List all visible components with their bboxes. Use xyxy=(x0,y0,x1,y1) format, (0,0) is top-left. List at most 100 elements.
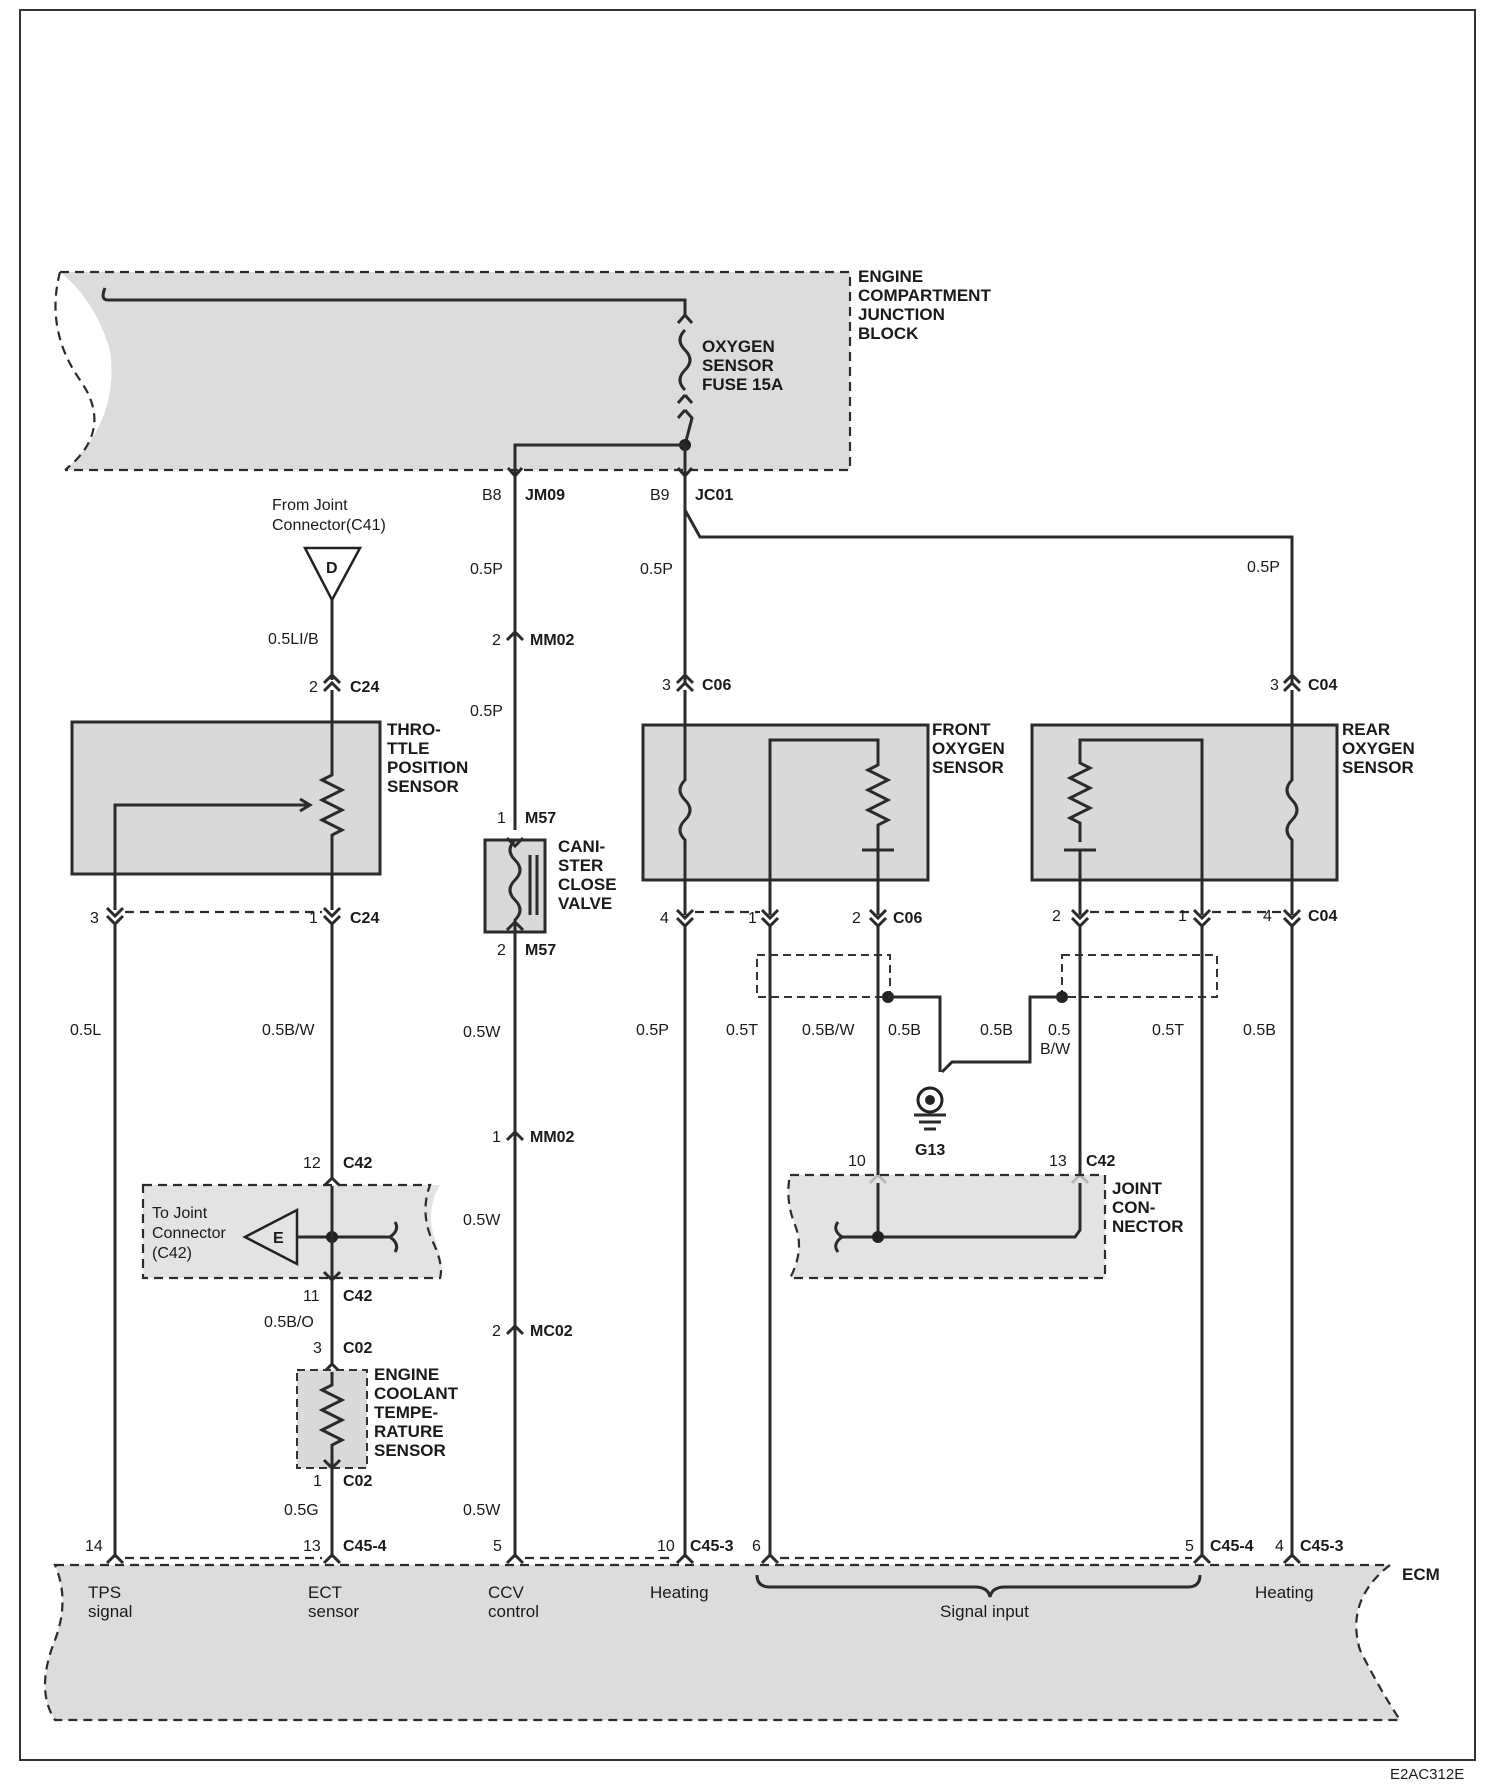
fuse-symbol xyxy=(676,314,694,446)
term-jm09: JM09 xyxy=(525,487,565,504)
svg-text:1: 1 xyxy=(313,1473,322,1490)
svg-text:C42: C42 xyxy=(1086,1153,1115,1170)
svg-text:CON-: CON- xyxy=(1112,1198,1155,1217)
connector-d-triangle xyxy=(302,546,363,603)
diagram-code: E2AC312E xyxy=(1390,1766,1464,1783)
svg-text:2: 2 xyxy=(309,679,318,696)
svg-text:10: 10 xyxy=(848,1153,866,1170)
svg-text:C06: C06 xyxy=(702,677,731,694)
svg-text:4: 4 xyxy=(660,910,669,927)
svg-text:14: 14 xyxy=(85,1538,103,1555)
svg-text:0.5: 0.5 xyxy=(1048,1022,1070,1039)
svg-text:JOINT: JOINT xyxy=(1112,1179,1163,1198)
svg-text:STER: STER xyxy=(558,856,603,875)
from-joint-label: From Joint Connector(C41) xyxy=(272,497,386,534)
wire-fuse-b8 xyxy=(513,443,685,475)
joint-connector-label: JOINT CON- NECTOR xyxy=(1112,1179,1183,1236)
svg-text:CANI-: CANI- xyxy=(558,837,605,856)
svg-text:control: control xyxy=(488,1602,539,1621)
svg-text:C45-3: C45-3 xyxy=(690,1538,734,1555)
svg-text:13: 13 xyxy=(1049,1153,1067,1170)
svg-text:ENGINE: ENGINE xyxy=(858,267,923,286)
svg-text:2: 2 xyxy=(492,632,501,649)
svg-text:6: 6 xyxy=(752,1538,761,1555)
ground-g13 xyxy=(916,1086,944,1114)
svg-text:0.5B/O: 0.5B/O xyxy=(264,1314,314,1331)
svg-text:0.5T: 0.5T xyxy=(726,1022,758,1039)
svg-text:3: 3 xyxy=(313,1340,322,1357)
tps-box xyxy=(70,720,382,876)
tps-label: THRO- TTLE POSITION SENSOR xyxy=(387,720,468,796)
rear-o2-label: REAR OXYGEN SENSOR xyxy=(1342,720,1415,777)
svg-text:MM02: MM02 xyxy=(530,632,575,649)
svg-text:2: 2 xyxy=(492,1323,501,1340)
block-internal-wire xyxy=(101,287,687,315)
svg-text:(C42): (C42) xyxy=(152,1245,192,1262)
to-joint-label: To Joint Connector (C42) xyxy=(152,1205,226,1262)
svg-text:C24: C24 xyxy=(350,910,379,927)
svg-text:VALVE: VALVE xyxy=(558,894,612,913)
svg-text:COOLANT: COOLANT xyxy=(374,1384,459,1403)
svg-text:0.5P: 0.5P xyxy=(1247,559,1280,576)
signal-input-bracket xyxy=(755,1574,1202,1598)
svg-text:JUNCTION: JUNCTION xyxy=(858,305,945,324)
svg-text:SENSOR: SENSOR xyxy=(1342,758,1414,777)
term-b9: B9 xyxy=(650,487,670,504)
svg-text:C02: C02 xyxy=(343,1340,372,1357)
svg-text:M57: M57 xyxy=(525,810,556,827)
svg-text:TEMPE-: TEMPE- xyxy=(374,1403,438,1422)
rear-o2-box xyxy=(1030,723,1339,882)
svg-text:SENSOR: SENSOR xyxy=(702,356,774,375)
svg-text:2: 2 xyxy=(1052,908,1061,925)
svg-text:0.5L: 0.5L xyxy=(70,1022,101,1039)
svg-text:0.5W: 0.5W xyxy=(463,1502,501,1519)
svg-text:C04: C04 xyxy=(1308,677,1337,694)
ccv-coil xyxy=(508,838,539,932)
svg-text:0.5B: 0.5B xyxy=(888,1022,921,1039)
svg-text:0.5P: 0.5P xyxy=(470,703,503,720)
svg-text:4: 4 xyxy=(1263,908,1272,925)
svg-text:0.5P: 0.5P xyxy=(636,1022,669,1039)
svg-text:CCV: CCV xyxy=(488,1583,525,1602)
svg-text:10: 10 xyxy=(657,1538,675,1555)
fuse-label: OXYGEN SENSOR FUSE 15A xyxy=(702,337,783,394)
svg-text:SENSOR: SENSOR xyxy=(387,777,459,796)
svg-text:C45-4: C45-4 xyxy=(343,1538,387,1555)
svg-text:OXYGEN: OXYGEN xyxy=(1342,739,1415,758)
svg-text:COMPARTMENT: COMPARTMENT xyxy=(858,286,991,305)
svg-text:11: 11 xyxy=(303,1288,320,1305)
svg-text:OXYGEN: OXYGEN xyxy=(932,739,1005,758)
svg-text:3: 3 xyxy=(662,677,671,694)
svg-text:1: 1 xyxy=(309,910,318,927)
svg-text:0.5P: 0.5P xyxy=(470,561,503,578)
connector-e-label: E xyxy=(273,1230,284,1247)
svg-text:0.5G: 0.5G xyxy=(284,1502,319,1519)
svg-text:0.5T: 0.5T xyxy=(1152,1022,1184,1039)
svg-text:2: 2 xyxy=(497,942,506,959)
svg-text:TPS: TPS xyxy=(88,1583,121,1602)
svg-text:0.5B: 0.5B xyxy=(980,1022,1013,1039)
svg-text:0.5LI/B: 0.5LI/B xyxy=(268,631,319,648)
svg-text:0.5W: 0.5W xyxy=(463,1024,501,1041)
svg-text:Connector(C41): Connector(C41) xyxy=(272,517,386,534)
svg-text:RATURE: RATURE xyxy=(374,1422,444,1441)
svg-text:REAR: REAR xyxy=(1342,720,1390,739)
svg-text:MC02: MC02 xyxy=(530,1323,573,1340)
svg-text:ECT: ECT xyxy=(308,1583,342,1602)
svg-text:0.5B/W: 0.5B/W xyxy=(802,1022,855,1039)
svg-text:13: 13 xyxy=(303,1538,321,1555)
svg-text:0.5B: 0.5B xyxy=(1243,1022,1276,1039)
svg-text:MM02: MM02 xyxy=(530,1129,575,1146)
svg-text:signal: signal xyxy=(88,1602,132,1621)
svg-text:CLOSE: CLOSE xyxy=(558,875,617,894)
svg-text:C24: C24 xyxy=(350,679,379,696)
svg-text:C45-4: C45-4 xyxy=(1210,1538,1254,1555)
junction-block xyxy=(54,270,852,472)
svg-text:Heating: Heating xyxy=(1255,1583,1314,1602)
svg-text:OXYGEN: OXYGEN xyxy=(702,337,775,356)
ect-label: ENGINE COOLANT TEMPE- RATURE SENSOR xyxy=(374,1365,459,1460)
svg-text:C04: C04 xyxy=(1308,908,1337,925)
svg-text:12: 12 xyxy=(303,1155,321,1172)
svg-text:0.5P: 0.5P xyxy=(640,561,673,578)
svg-text:NECTOR: NECTOR xyxy=(1112,1217,1183,1236)
